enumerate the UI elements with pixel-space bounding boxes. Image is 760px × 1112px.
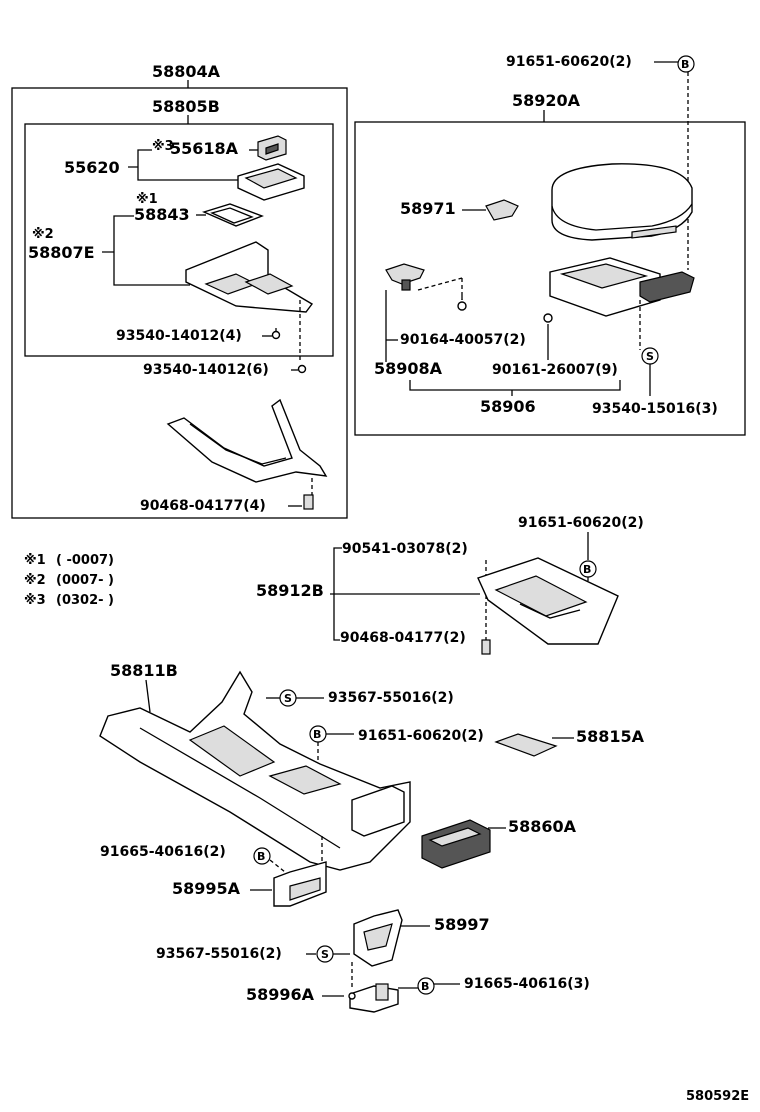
part-label-91651-top: 91651-60620(2) [506,54,632,70]
svg-text:B: B [313,728,321,741]
part-label-58807E: 58807E [28,243,95,262]
part-label-93540-15016: 93540-15016(3) [592,401,718,417]
part-label-93567-lower: 93567-55016(2) [156,946,282,962]
part-label-90468-top: 90468-04177(4) [140,498,266,514]
part-label-93567-upper: 93567-55016(2) [328,690,454,706]
svg-text:S: S [284,692,292,705]
part-58912B-tray [477,557,619,645]
part-55620-tray [237,163,305,201]
part-label-90161: 90161-26007(9) [492,362,618,378]
part-58860A-vent [421,819,491,869]
b-badge-icon: B [417,977,435,995]
note-mark-3: ※3 [152,139,174,154]
svg-text:( -0007): ( -0007) [56,553,114,568]
b-badge-icon: B [253,847,271,865]
leader-line [102,215,190,286]
bracket-58912B [330,547,480,641]
note-row: ※1 ( -0007) [24,553,114,568]
group-label-58920A: 58920A [512,91,581,110]
part-55618A-switch [257,135,287,161]
part-bezel [166,398,328,483]
b-badge-icon: B [579,560,597,578]
part-label-93540-4: 93540-14012(4) [116,328,242,344]
svg-text:S: S [321,948,329,961]
part-label-58908A: 58908A [374,359,443,378]
group-box-58805B [24,123,334,357]
part-label-58995A: 58995A [172,879,241,898]
svg-text:B: B [421,980,429,993]
part-label-90468-mid: 90468-04177(2) [340,630,466,646]
leader-line [145,679,151,713]
part-label-91651-low: 91651-60620(2) [358,728,484,744]
clip-icon [481,639,491,655]
part-58908A-hinge [385,263,425,291]
note-row: ※2 (0007- ) [24,573,114,588]
s-badge-icon: S [279,689,297,707]
svg-text:(0302- ): (0302- ) [56,593,114,608]
svg-text:B: B [257,850,265,863]
part-label-90164: 90164-40057(2) [400,332,526,348]
svg-text:B: B [681,58,689,71]
svg-text:(0007- ): (0007- ) [56,573,114,588]
part-58811B-console [99,670,411,871]
screw-icon [297,364,307,374]
part-armrest-lid [551,163,693,241]
svg-text:※2: ※2 [24,573,46,588]
part-label-58860A: 58860A [508,817,577,836]
part-label-55620: 55620 [64,158,120,177]
note-row: ※3 (0302- ) [24,593,114,608]
b-badge-icon: B [677,55,695,73]
svg-text:S: S [646,350,654,363]
clip-icon [303,494,314,510]
group-label-58804A: 58804A [152,62,221,81]
part-label-58912B: 58912B [256,581,324,600]
part-label-58815A: 58815A [576,727,645,746]
part-label-91651-mid: 91651-60620(2) [518,515,644,531]
group-box-58920A [354,121,746,436]
screw-icon [271,328,281,340]
s-badge-icon: S [641,347,659,365]
svg-text:B: B [583,563,591,576]
part-label-90541: 90541-03078(2) [342,541,468,557]
screw-icon [457,296,467,311]
part-58843-mat [201,203,264,227]
part-58815A-pad [494,733,558,757]
part-58996A-bracket [348,983,399,1013]
part-label-58997: 58997 [434,915,490,934]
part-label-91665-2: 91665-40616(2) [100,844,226,860]
diagram-id: 580592E [686,1089,749,1104]
part-58971-latch [485,199,519,221]
part-label-93540-6: 93540-14012(6) [143,362,269,378]
part-label-58843: 58843 [134,205,190,224]
part-label-58811B: 58811B [110,661,178,680]
svg-text:※1: ※1 [24,553,46,568]
screw-icon [543,313,553,323]
part-label-91665-3: 91665-40616(3) [464,976,590,992]
part-label-55618A: 55618A [170,139,239,158]
svg-text:※3: ※3 [24,593,46,608]
part-label-58996A: 58996A [246,985,315,1004]
part-58997-bracket [353,909,403,967]
bracket-58906 [409,380,621,396]
part-58807E-panel [185,241,314,313]
note-mark-1: ※1 [136,192,158,207]
part-label-58906: 58906 [480,397,536,416]
b-badge-icon: B [309,725,327,743]
part-58995A-bracket [273,861,327,907]
note-mark-2: ※2 [32,227,54,242]
group-label-58805B: 58805B [152,97,220,116]
group-box-58804A [11,87,348,519]
dashed-leader [417,277,463,291]
part-label-58971: 58971 [400,199,456,218]
s-badge-icon: S [316,945,334,963]
part-console-box [549,257,695,317]
leader-line [128,149,240,181]
